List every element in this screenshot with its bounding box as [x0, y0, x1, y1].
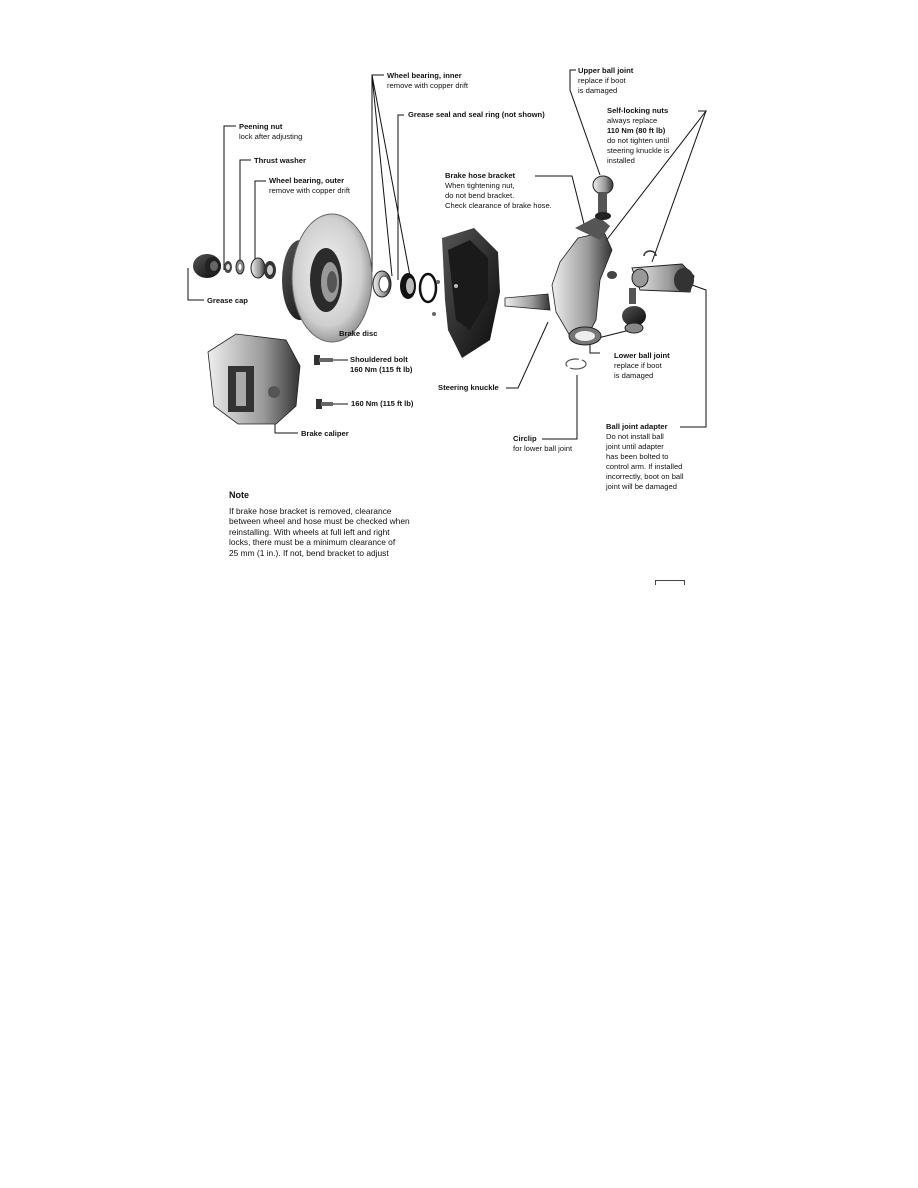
- label-thrust-washer: Thrust washer: [254, 156, 306, 166]
- label-brake-disc: Brake disc: [339, 329, 377, 339]
- label-title: Peening nut: [239, 122, 283, 131]
- label-title: Brake disc: [339, 329, 378, 338]
- note-line: reinstalling. With wheels at full left a…: [229, 526, 390, 537]
- label-peening-nut: Peening nut lock after adjusting: [239, 122, 302, 142]
- bolt-part: [316, 399, 333, 409]
- label-title: Ball joint adapter: [606, 422, 668, 431]
- peening-nut-part: [224, 261, 232, 273]
- label-title: Brake hose bracket: [445, 171, 516, 180]
- label-line: Check clearance of brake hose.: [445, 201, 552, 210]
- label-line: joint will be damaged: [606, 482, 677, 491]
- label-torque: 110 Nm (80 ft lb): [607, 126, 666, 135]
- label-line: is damaged: [614, 371, 654, 380]
- note-title: Note: [229, 490, 249, 500]
- label-line: installed: [607, 156, 635, 165]
- circlip-part: [565, 358, 587, 370]
- note-block: Note If brake hose bracket is removed, c…: [229, 490, 449, 559]
- label-line: incorrectly, boot on ball: [606, 472, 684, 481]
- shouldered-bolt-part: [314, 355, 333, 365]
- label-wheel-bearing-inner: Wheel bearing, inner remove with copper …: [387, 71, 468, 91]
- label-grease-cap: Grease cap: [207, 296, 248, 306]
- label-grease-seal: Grease seal and seal ring (not shown): [408, 110, 545, 120]
- label-title: Steering knuckle: [438, 383, 499, 392]
- label-self-locking-nuts: Self-locking nuts always replace 110 Nm …: [607, 106, 669, 166]
- label-title: 160 Nm (115 ft lb): [351, 399, 414, 408]
- label-line: control arm. If installed: [606, 462, 683, 471]
- label-line: is damaged: [578, 86, 618, 95]
- label-upper-ball-joint: Upper ball joint replace if boot is dama…: [578, 66, 633, 96]
- label-title: Grease cap: [207, 296, 248, 305]
- label-line: always replace: [607, 116, 658, 125]
- label-note: for lower ball joint: [513, 444, 573, 453]
- thrust-washer-part: [235, 259, 245, 275]
- note-line: locks, there must be a minimum clearance…: [229, 537, 396, 548]
- label-brake-caliper: Brake caliper: [301, 429, 349, 439]
- wheel-bearing-inner-part: [372, 270, 392, 298]
- label-title: Wheel bearing, outer: [269, 176, 345, 185]
- label-title: Self-locking nuts: [607, 106, 669, 115]
- label-title: Upper ball joint: [578, 66, 634, 75]
- label-note: remove with copper drift: [387, 81, 469, 90]
- label-circlip: Circlip for lower ball joint: [513, 434, 572, 454]
- label-note: lock after adjusting: [239, 132, 303, 141]
- label-bolt-torque: 160 Nm (115 ft lb): [351, 399, 413, 409]
- splash-shield-part: [432, 228, 500, 358]
- label-title: Thrust washer: [254, 156, 306, 165]
- label-shouldered-bolt: Shouldered bolt 160 Nm (115 ft lb): [350, 355, 412, 375]
- label-line: joint until adapter: [606, 442, 664, 451]
- label-line: replace if boot: [614, 361, 662, 370]
- ball-joint-adapter-part: [631, 263, 695, 293]
- label-title: Brake caliper: [301, 429, 349, 438]
- label-line: do not bend bracket.: [445, 191, 515, 200]
- upper-ball-joint-part: [592, 175, 614, 220]
- label-note: remove with copper drift: [269, 186, 351, 195]
- note-line: If brake hose bracket is removed, cleara…: [229, 505, 392, 516]
- grease-cap-part: [193, 254, 221, 278]
- wheel-bearing-outer-part: [250, 257, 276, 279]
- label-ball-joint-adapter: Ball joint adapter Do not install ball j…: [606, 422, 684, 492]
- label-line: steering knuckle is: [607, 146, 670, 155]
- seal-ring-part: [418, 272, 438, 304]
- label-title: Wheel bearing, inner: [387, 71, 462, 80]
- note-line: 25 mm (1 in.). If not, bend bracket to a…: [229, 547, 389, 558]
- self-locking-nuts-part: [607, 250, 657, 279]
- label-wheel-bearing-outer: Wheel bearing, outer remove with copper …: [269, 176, 350, 196]
- label-brake-hose-bracket: Brake hose bracket When tightening nut, …: [445, 171, 552, 211]
- label-line: do not tighten until: [607, 136, 670, 145]
- label-steering-knuckle: Steering knuckle: [438, 383, 499, 393]
- label-line: replace if boot: [578, 76, 626, 85]
- steering-knuckle-part: [504, 216, 613, 346]
- brake-caliper-part: [207, 333, 301, 425]
- note-line: between wheel and hose must be checked w…: [229, 516, 410, 527]
- page-corner-mark: [655, 580, 685, 585]
- label-title: Lower ball joint: [614, 351, 670, 360]
- label-torque: 160 Nm (115 ft lb): [350, 365, 413, 374]
- label-lower-ball-joint: Lower ball joint replace if boot is dama…: [614, 351, 670, 381]
- label-line: has been bolted to: [606, 452, 669, 461]
- label-line: When tightening nut,: [445, 181, 515, 190]
- label-title: Circlip: [513, 434, 537, 443]
- label-title: Shouldered bolt: [350, 355, 408, 364]
- brake-disc-part: [282, 213, 373, 343]
- label-line: Do not install ball: [606, 432, 664, 441]
- lower-ball-joint-part: [622, 288, 646, 334]
- grease-seal-part: [400, 273, 416, 299]
- label-title: Grease seal and seal ring (not shown): [408, 110, 545, 119]
